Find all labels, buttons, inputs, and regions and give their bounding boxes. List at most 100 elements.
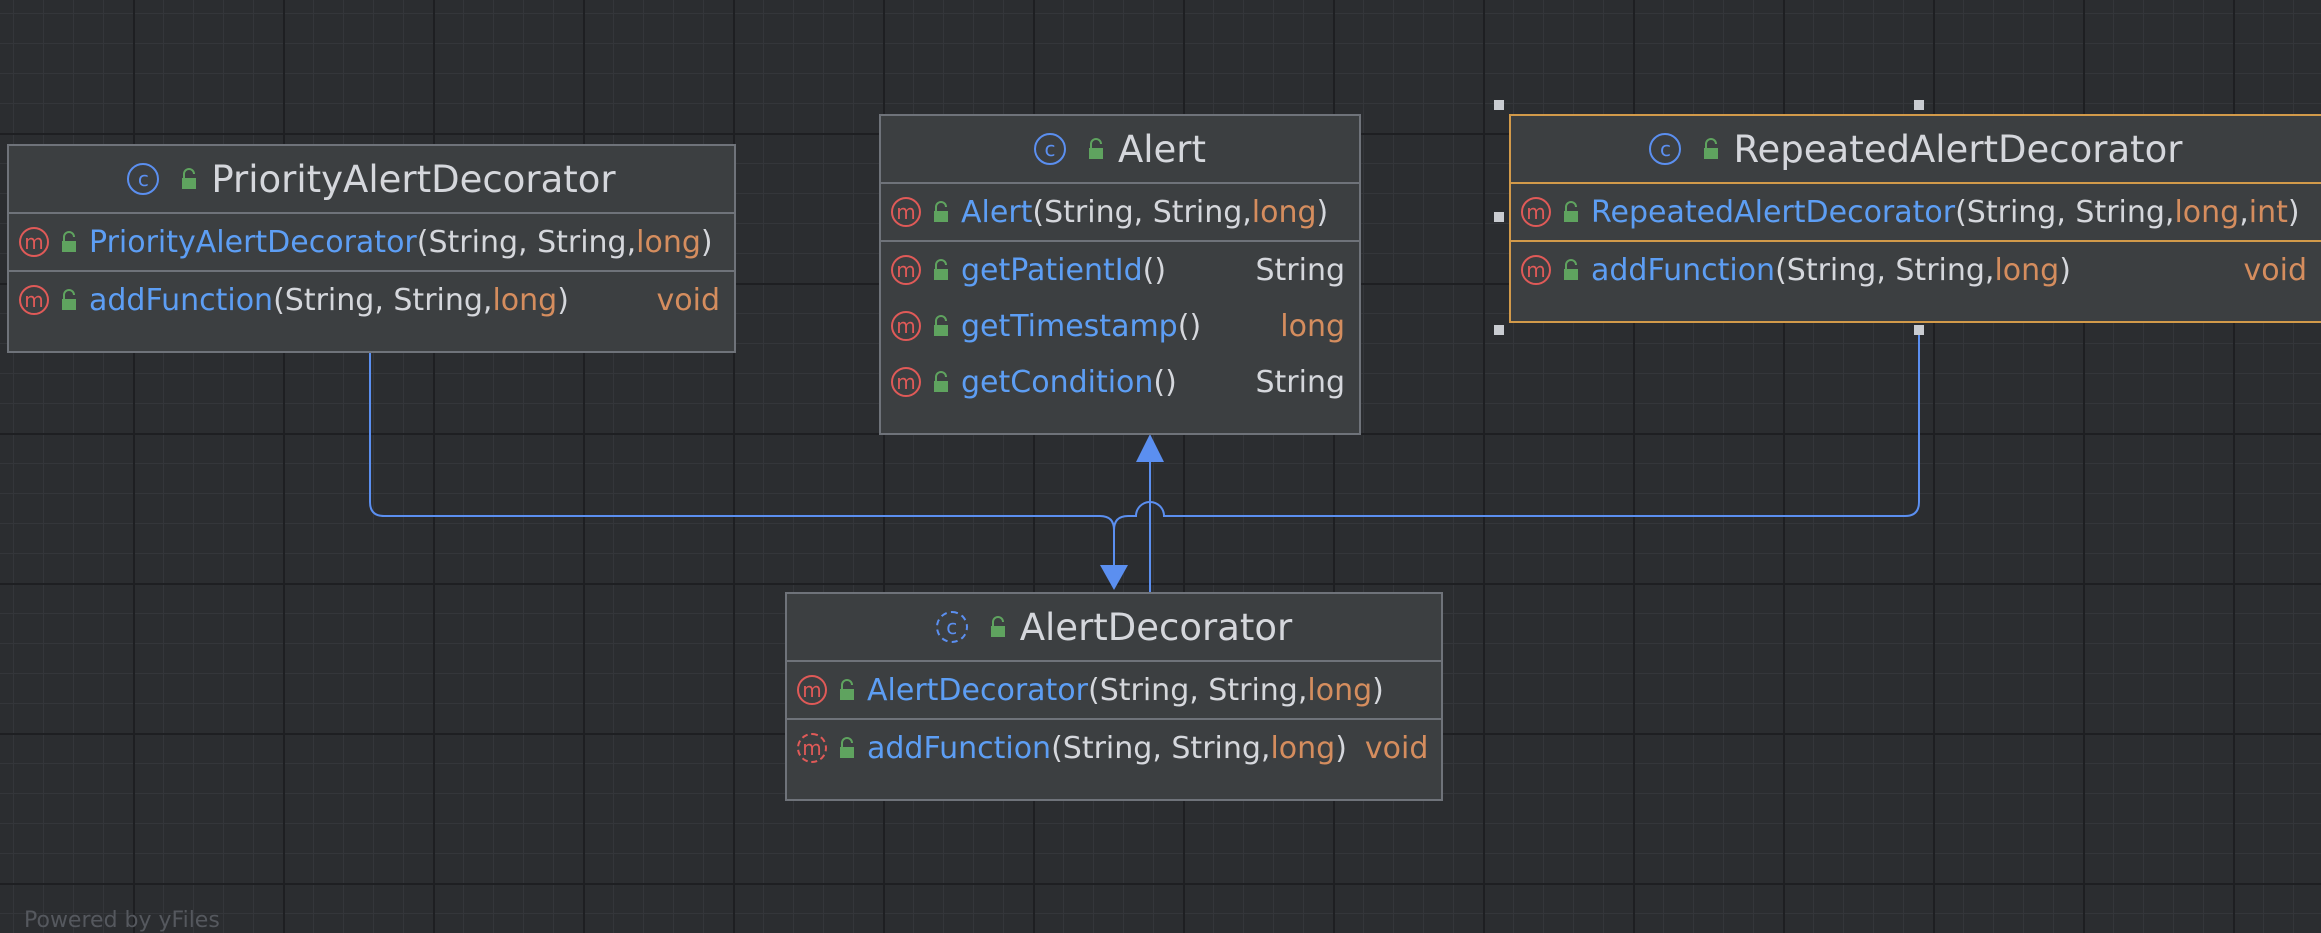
method-params: (String, String, xyxy=(1032,194,1252,230)
method-params: (String, String, xyxy=(1955,194,2175,230)
method-params: (String, String, xyxy=(1775,252,1995,288)
method-icon: m xyxy=(891,311,921,341)
method-name: RepeatedAlertDecorator xyxy=(1591,194,1956,230)
method-params-end: ) xyxy=(557,282,569,318)
method-params-end: ) xyxy=(1372,672,1384,708)
resize-handle-top-left[interactable] xyxy=(1494,100,1504,110)
method-name: Alert xyxy=(961,194,1033,230)
public-lock-icon xyxy=(1701,138,1723,160)
method-icon: m xyxy=(19,227,49,257)
class-repeated-alert-decorator[interactable]: c RepeatedAlertDecorator m RepeatedAlert… xyxy=(1509,114,2321,323)
abstract-class-icon: c xyxy=(935,611,968,643)
return-type: void xyxy=(2243,252,2308,288)
method-row-addfunction[interactable]: m addFunction (String, String, long ) vo… xyxy=(1511,240,2321,298)
arrowhead-into-alert xyxy=(1136,434,1164,462)
return-type: void xyxy=(1364,730,1429,766)
param-type-keyword-2: int xyxy=(2248,194,2288,230)
method-params: () xyxy=(1153,364,1177,400)
method-name: PriorityAlertDecorator xyxy=(89,224,417,260)
public-lock-icon xyxy=(59,231,81,253)
method-name: AlertDecorator xyxy=(867,672,1088,708)
method-row-gettimestamp[interactable]: m getTimestamp () long xyxy=(881,298,1359,354)
method-name: getPatientId xyxy=(961,252,1143,288)
abstract-method-icon: m xyxy=(797,733,827,763)
public-lock-icon xyxy=(931,201,953,223)
resize-handle-bottom-center[interactable] xyxy=(1914,325,1924,335)
method-row-getcondition[interactable]: m getCondition () String xyxy=(881,354,1359,410)
method-row-addfunction[interactable]: m addFunction (String, String, long ) vo… xyxy=(787,718,1441,776)
method-name: addFunction xyxy=(89,282,274,318)
method-row-constructor[interactable]: m Alert (String, String, long ) xyxy=(881,184,1359,240)
method-params-end: ) xyxy=(2287,194,2300,230)
method-name: getCondition xyxy=(961,364,1154,400)
arrowhead-into-alertdecorator xyxy=(1100,565,1128,590)
resize-handle-middle-left[interactable] xyxy=(1494,212,1504,222)
public-lock-icon xyxy=(59,289,81,311)
method-row-constructor[interactable]: m PriorityAlertDecorator (String, String… xyxy=(9,214,734,270)
powered-by-label: Powered by yFiles xyxy=(24,908,220,933)
resize-handle-bottom-left[interactable] xyxy=(1494,325,1504,335)
class-name: AlertDecorator xyxy=(1019,605,1293,649)
class-name: Alert xyxy=(1117,127,1207,171)
method-params: () xyxy=(1177,308,1202,344)
method-icon: m xyxy=(891,367,921,397)
return-type: void xyxy=(656,282,721,318)
class-alert[interactable]: c Alert m Alert (String, String, long ) … xyxy=(879,114,1361,435)
public-lock-icon xyxy=(179,168,201,190)
method-params: (String, String, xyxy=(1051,730,1271,766)
method-icon: m xyxy=(891,255,921,285)
param-type-keyword: long xyxy=(636,224,701,260)
method-params-mid: , xyxy=(2239,194,2249,230)
public-lock-icon xyxy=(931,371,953,393)
method-row-constructor[interactable]: m RepeatedAlertDecorator (String, String… xyxy=(1511,184,2321,240)
public-lock-icon xyxy=(1086,138,1108,160)
method-icon: m xyxy=(891,197,921,227)
param-type-keyword: long xyxy=(2174,194,2240,230)
method-name: addFunction xyxy=(867,730,1052,766)
param-type-keyword: long xyxy=(1994,252,2060,288)
method-params-end: ) xyxy=(1335,730,1347,766)
return-type: long xyxy=(1280,308,1345,344)
method-params: (String, String, xyxy=(1088,672,1308,708)
param-type-keyword: long xyxy=(492,282,558,318)
method-name: addFunction xyxy=(1591,252,1776,288)
method-params: () xyxy=(1142,252,1167,288)
public-lock-icon xyxy=(931,315,953,337)
class-name: PriorityAlertDecorator xyxy=(211,157,616,201)
class-header: c Alert xyxy=(881,116,1359,184)
method-icon: m xyxy=(797,675,827,705)
method-icon: m xyxy=(1521,197,1551,227)
param-type-keyword: long xyxy=(1251,194,1317,230)
method-params-end: ) xyxy=(1316,194,1329,230)
public-lock-icon xyxy=(837,737,859,759)
method-icon: m xyxy=(1521,255,1551,285)
method-row-addfunction[interactable]: m addFunction (String, String, long ) vo… xyxy=(9,270,734,328)
class-header: c AlertDecorator xyxy=(787,594,1441,662)
edge-priority-to-alertdecorator xyxy=(369,352,1115,572)
class-header: c RepeatedAlertDecorator xyxy=(1511,116,2321,184)
public-lock-icon xyxy=(931,259,953,281)
method-row-constructor[interactable]: m AlertDecorator (String, String, long ) xyxy=(787,662,1441,718)
class-icon: c xyxy=(1033,133,1066,165)
public-lock-icon xyxy=(988,616,1010,638)
resize-handle-top-center[interactable] xyxy=(1914,100,1924,110)
public-lock-icon xyxy=(1561,201,1583,223)
method-name: getTimestamp xyxy=(961,308,1178,344)
return-type: String xyxy=(1255,364,1345,400)
class-name: RepeatedAlertDecorator xyxy=(1733,127,2183,171)
param-type-keyword: long xyxy=(1307,672,1373,708)
class-alert-decorator[interactable]: c AlertDecorator m AlertDecorator (Strin… xyxy=(785,592,1443,801)
method-row-getpatientid[interactable]: m getPatientId () String xyxy=(881,240,1359,298)
public-lock-icon xyxy=(837,679,859,701)
class-header: c PriorityAlertDecorator xyxy=(9,146,734,214)
class-icon: c xyxy=(127,163,160,195)
class-priority-alert-decorator[interactable]: c PriorityAlertDecorator m PriorityAlert… xyxy=(7,144,736,353)
public-lock-icon xyxy=(1561,259,1583,281)
param-type-keyword: long xyxy=(1270,730,1336,766)
method-params: (String, String, xyxy=(273,282,493,318)
method-params-end: ) xyxy=(700,224,713,260)
method-icon: m xyxy=(19,285,49,315)
return-type: String xyxy=(1255,252,1345,288)
class-icon: c xyxy=(1649,133,1682,165)
